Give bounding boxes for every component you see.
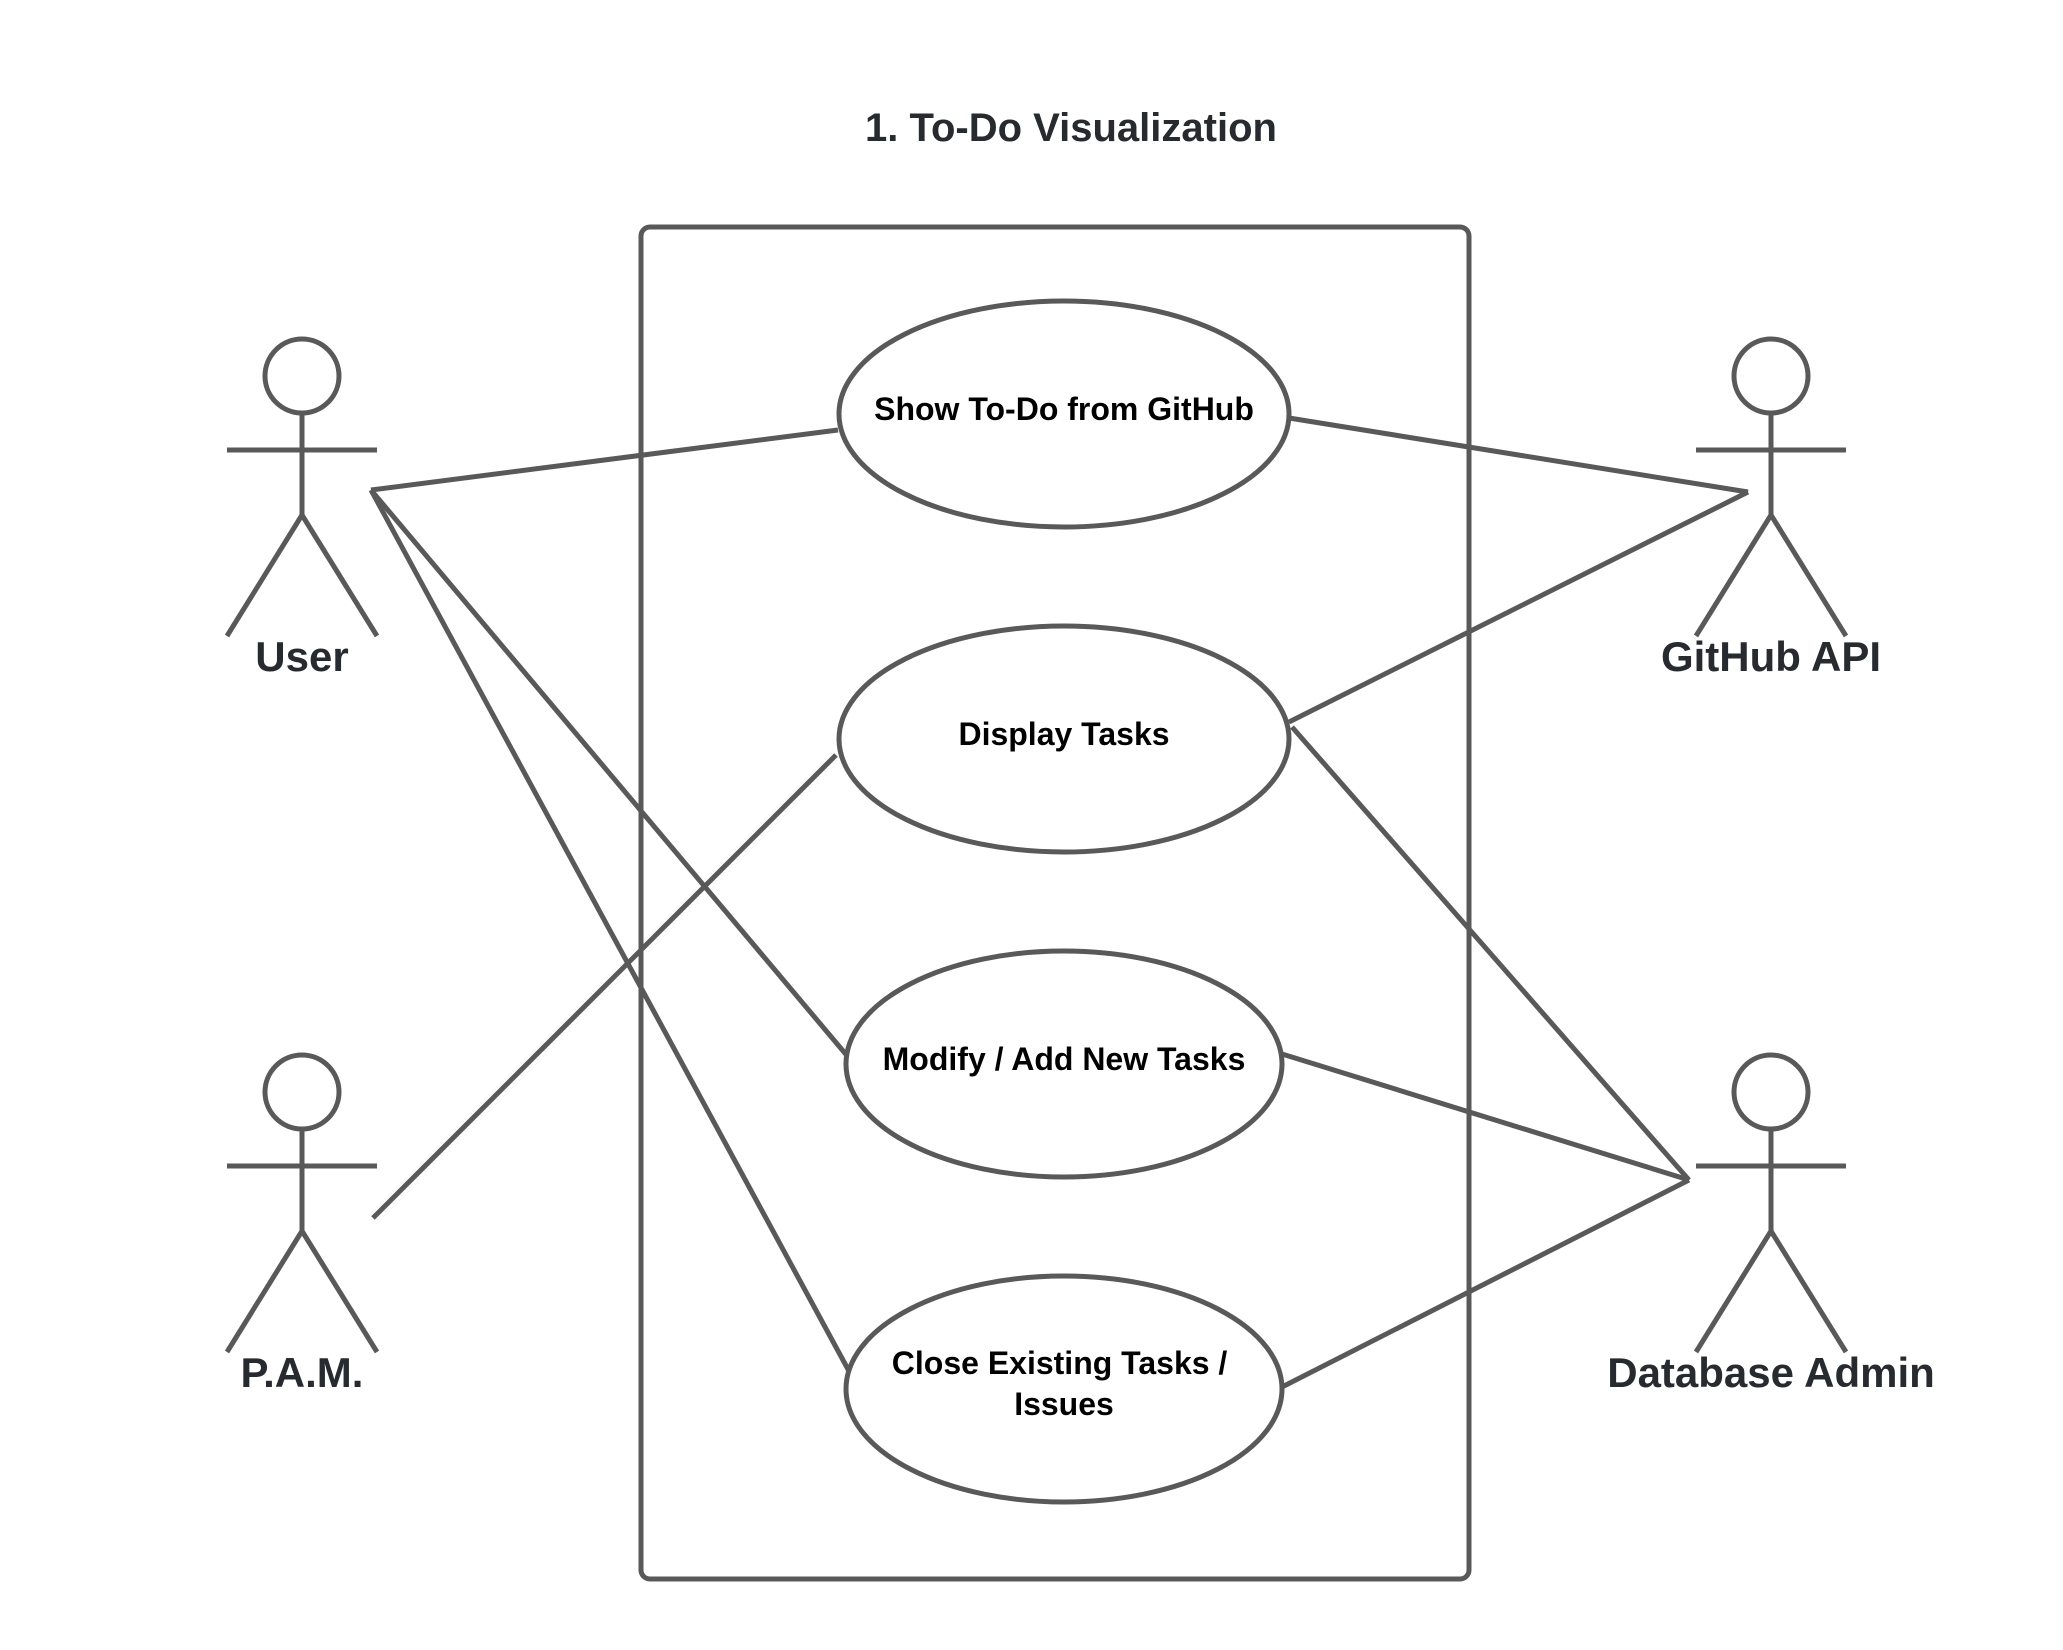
association-dbadmin-modify-add bbox=[1281, 1051, 1690, 1183]
actor-database-admin[interactable]: Database Admin bbox=[1607, 1052, 1935, 1396]
actor-user-label: User bbox=[255, 633, 348, 680]
associations bbox=[368, 415, 1750, 1390]
system-boundary bbox=[638, 224, 1472, 1582]
use-case-modify-add-ellipse bbox=[843, 948, 1285, 1180]
use-case-close-existing-ellipse bbox=[843, 1273, 1285, 1505]
association-user-show-todo bbox=[370, 427, 839, 493]
stick-figure-icon bbox=[1693, 1052, 1849, 1354]
use-case-display-tasks-label: Display Tasks bbox=[958, 716, 1169, 752]
use-case-show-todo-ellipse bbox=[836, 298, 1292, 530]
use-case-close-existing-line1: Close Existing Tasks / bbox=[892, 1345, 1228, 1381]
use-case-show-todo-label: Show To-Do from GitHub bbox=[874, 391, 1254, 427]
use-case-display-tasks-ellipse bbox=[836, 623, 1292, 855]
association-user-modify-add bbox=[369, 488, 851, 1060]
use-case-show-todo[interactable]: Show To-Do from GitHub bbox=[836, 298, 1292, 530]
use-case-close-existing-line2: Issues bbox=[1014, 1386, 1114, 1422]
stick-figure-icon bbox=[1693, 336, 1849, 638]
actor-github-api-label: GitHub API bbox=[1661, 633, 1881, 680]
actor-pam-label: P.A.M. bbox=[241, 1349, 364, 1396]
association-dbadmin-display-tasks bbox=[1290, 725, 1691, 1182]
actor-github-api[interactable]: GitHub API bbox=[1661, 336, 1881, 680]
diagram-title: 1. To-Do Visualization bbox=[865, 106, 1277, 150]
actor-database-admin-label: Database Admin bbox=[1607, 1349, 1935, 1396]
association-github-show-todo bbox=[1288, 415, 1749, 495]
use-case-close-existing-label: Close Existing Tasks / Issues bbox=[892, 1345, 1236, 1422]
stick-figure-icon bbox=[224, 336, 380, 638]
stick-figure-icon bbox=[224, 1052, 380, 1354]
actor-user[interactable]: User bbox=[224, 336, 380, 680]
use-case-modify-add[interactable]: Modify / Add New Tasks bbox=[843, 948, 1285, 1180]
use-case-modify-add-label: Modify / Add New Tasks bbox=[883, 1041, 1246, 1077]
association-dbadmin-close-existing bbox=[1280, 1177, 1691, 1390]
actor-pam[interactable]: P.A.M. bbox=[224, 1052, 380, 1396]
association-pam-display-tasks bbox=[371, 753, 838, 1220]
use-case-display-tasks[interactable]: Display Tasks bbox=[836, 623, 1292, 855]
association-github-display-tasks bbox=[1287, 489, 1750, 725]
association-user-close-existing bbox=[368, 488, 853, 1375]
use-case-close-existing[interactable]: Close Existing Tasks / Issues bbox=[843, 1273, 1285, 1505]
